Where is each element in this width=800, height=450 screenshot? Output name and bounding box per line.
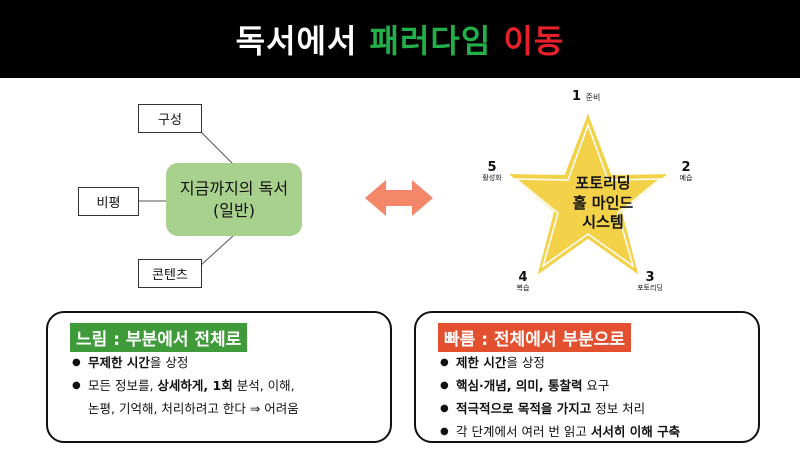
star-point-3: 3 포토리딩 <box>632 270 668 293</box>
fast-b1-bold: 제한 시간 <box>456 355 507 370</box>
star-center-text: 포토리딩 홀 마인드 시스템 <box>533 174 673 233</box>
star-point-1: 1 준비 <box>572 89 601 104</box>
node-structure: 구성 <box>138 104 202 133</box>
title-part-paradigm: 패러다임 <box>369 22 492 60</box>
page-title: 독서에서 패러다임 이동 <box>236 16 565 62</box>
fast-b2-bold: 핵심·개념, 의미, 통찰력 <box>456 378 583 393</box>
star-point-4: 4 복습 <box>511 270 535 293</box>
fast-b4-start: 각 단계에서 여러 번 읽고 <box>456 424 591 439</box>
fast-reading-bullets: ● 제한 시간을 상정 ● 핵심·개념, 의미, 통찰력 요구 ● 적극적으로 … <box>440 351 748 443</box>
title-part-reading: 독서에서 <box>235 22 358 60</box>
connector-contents <box>199 235 234 267</box>
star-point-5-number: 5 <box>487 160 497 175</box>
star-point-2-number: 2 <box>681 160 691 175</box>
node-critique: 비평 <box>78 187 139 216</box>
slow-reading-bullets: ● 무제한 시간을 상정 ● 모든 정보를, 상세하게, 1회 분석, 이해, … <box>72 351 380 420</box>
conventional-reading-line2: (일반) <box>213 200 255 220</box>
bullet-dot-icon: ● <box>440 380 449 391</box>
fast-bullet-1: ● 제한 시간을 상정 <box>440 351 748 374</box>
fast-bullet-4: ● 각 단계에서 여러 번 읽고 서서히 이해 구축 <box>440 420 748 443</box>
star-point-3-label: 포토리딩 <box>637 284 663 293</box>
slow-b1-rest: 을 상정 <box>149 355 189 370</box>
star-shape <box>503 108 673 280</box>
fast-reading-panel: 빠름 : 전체에서 부분으로 ● 제한 시간을 상정 ● 핵심·개념, 의미, … <box>414 311 760 443</box>
slow-b2-rest: 분석, 이해, <box>232 378 295 393</box>
star-point-2: 2 예습 <box>674 160 698 183</box>
bullet-dot-icon: ● <box>72 380 81 391</box>
star-point-4-label: 복습 <box>516 284 530 293</box>
connector-structure <box>199 130 234 165</box>
fast-b3-bold: 적극적으로 목적을 가지고 <box>456 401 592 416</box>
fast-bullet-2: ● 핵심·개념, 의미, 통찰력 요구 <box>440 374 748 397</box>
star-center-line3: 시스템 <box>582 213 624 231</box>
fast-b4-bold: 서서히 이해 구축 <box>590 424 681 439</box>
slow-reading-panel: 느림 : 부분에서 전체로 ● 무제한 시간을 상정 ● 모든 정보를, 상세하… <box>46 311 392 443</box>
star-point-4-number: 4 <box>518 270 528 285</box>
title-bar: 독서에서 패러다임 이동 <box>0 0 800 78</box>
slow-b1-bold: 무제한 시간 <box>88 355 150 370</box>
star-center-line1: 포토리딩 <box>575 174 631 192</box>
slow-b2-line2: 논평, 기억해, 처리하려고 한다 ⇒ 어려움 <box>88 401 299 416</box>
star-point-1-number: 1 <box>572 89 582 104</box>
bullet-dot-icon: ● <box>72 357 81 368</box>
star-center-line2: 홀 마인드 <box>572 193 634 212</box>
bullet-dot-icon: ● <box>440 403 449 414</box>
star-point-1-label: 준비 <box>585 93 601 102</box>
fast-reading-heading: 빠름 : 전체에서 부분으로 <box>438 323 631 352</box>
bullet-dot-icon: ● <box>440 357 449 368</box>
star-inner-border <box>513 122 663 268</box>
star-point-3-number: 3 <box>645 270 655 285</box>
conventional-reading-box: 지금까지의 독서 (일반) <box>166 163 302 236</box>
slow-bullet-2-cont: 논평, 기억해, 처리하려고 한다 ⇒ 어려움 <box>72 397 380 420</box>
star-point-2-label: 예습 <box>679 174 693 183</box>
double-arrow <box>365 180 433 216</box>
slow-reading-heading: 느림 : 부분에서 전체로 <box>70 323 248 352</box>
slow-b2-bold: 상세하게, 1회 <box>157 378 233 393</box>
slow-bullet-1: ● 무제한 시간을 상정 <box>72 351 380 374</box>
conventional-reading-line1: 지금까지의 독서 <box>179 178 289 198</box>
fast-b3-rest: 정보 처리 <box>591 401 646 416</box>
title-part-shift: 이동 <box>503 22 565 60</box>
slow-bullet-2: ● 모든 정보를, 상세하게, 1회 분석, 이해, <box>72 374 380 397</box>
slow-b2-start: 모든 정보를, <box>88 378 158 393</box>
star-point-5: 5 활성화 <box>478 160 506 183</box>
bullet-dot-icon: ● <box>440 426 449 437</box>
star-point-5-label: 활성화 <box>482 174 502 183</box>
fast-bullet-3: ● 적극적으로 목적을 가지고 정보 처리 <box>440 397 748 420</box>
fast-b1-rest: 을 상정 <box>506 355 545 370</box>
node-contents: 콘텐츠 <box>138 259 202 288</box>
fast-b2-rest: 요구 <box>582 378 610 393</box>
